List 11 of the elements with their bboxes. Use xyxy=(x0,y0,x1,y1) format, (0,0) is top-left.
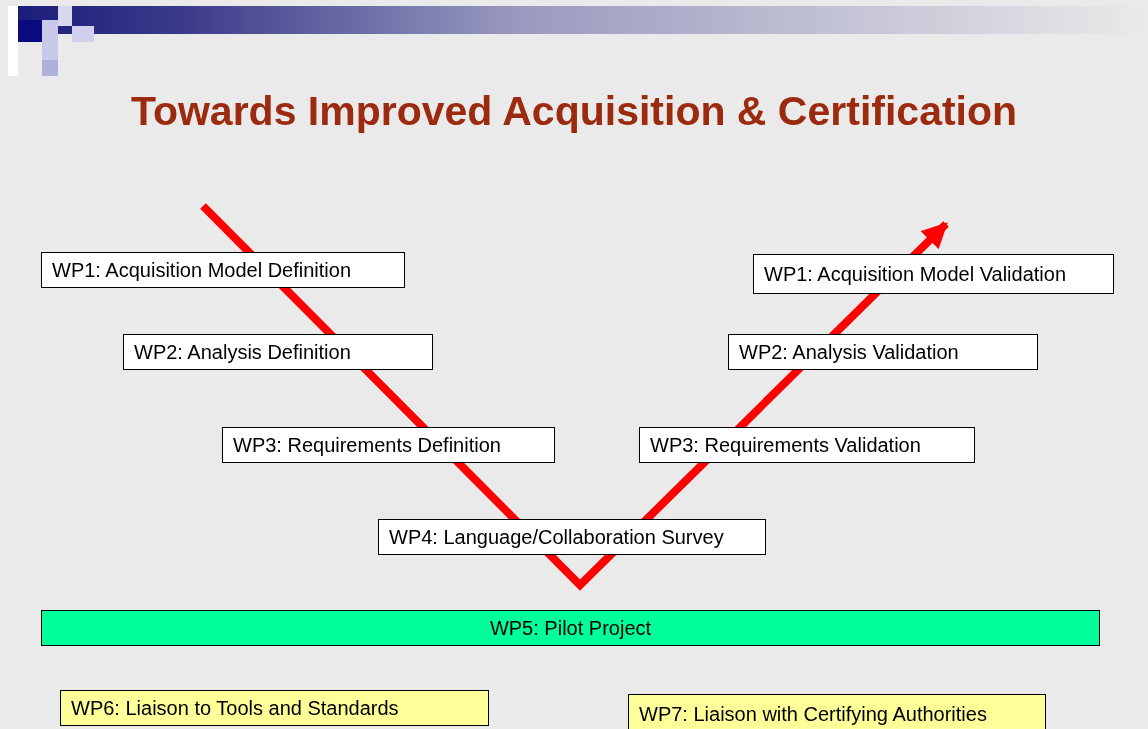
slide-title: Towards Improved Acquisition & Certification xyxy=(129,88,1019,135)
process-box: WP3: Requirements Definition xyxy=(222,427,555,463)
process-box: WP2: Analysis Definition xyxy=(123,334,433,370)
process-box: WP6: Liaison to Tools and Standards xyxy=(60,690,489,726)
process-box: WP7: Liaison with Certifying Authorities xyxy=(628,694,1046,729)
process-box: WP1: Acquisition Model Definition xyxy=(41,252,405,288)
project-bar: WP5: Pilot Project xyxy=(41,610,1100,646)
process-box: WP4: Language/Collaboration Survey xyxy=(378,519,766,555)
process-box: WP2: Analysis Validation xyxy=(728,334,1038,370)
process-box: WP1: Acquisition Model Validation xyxy=(753,254,1114,294)
process-box: WP3: Requirements Validation xyxy=(639,427,975,463)
